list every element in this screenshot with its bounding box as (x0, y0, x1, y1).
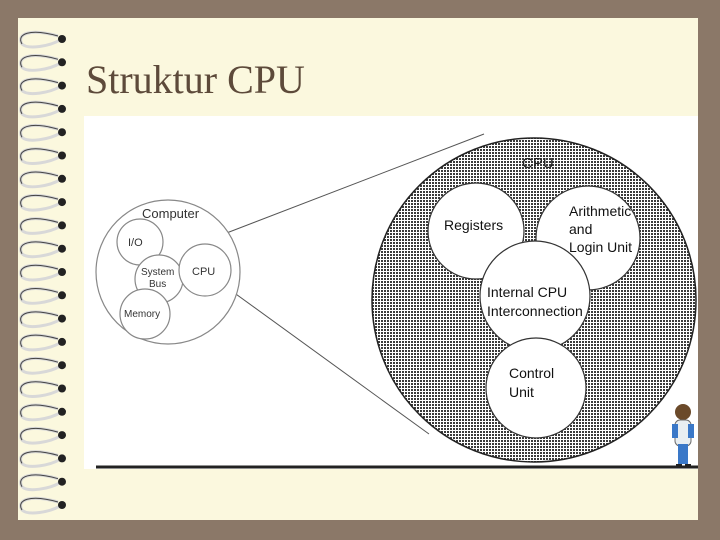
diagram-panel: Computer I/O System Bus CPU Memory CPU R… (84, 116, 698, 469)
binding-ring (19, 147, 66, 165)
binding-ring (19, 217, 66, 235)
binding-ring (19, 170, 66, 189)
binding-ring (19, 426, 66, 445)
memory-circle (119, 288, 171, 340)
spiral-binding (19, 30, 66, 515)
control-unit-label-line2: Unit (509, 384, 534, 400)
binding-ring (19, 240, 66, 259)
binding-ring (19, 496, 66, 515)
memory-label: Memory (124, 309, 160, 320)
zoom-line-top (210, 133, 485, 240)
control-unit-label-line1: Control (509, 365, 554, 381)
computer-cpu-circle (178, 243, 232, 297)
cpu-detail-diagram: CPU Registers Arithmetic and Login Unit … (371, 137, 697, 463)
computer-diagram: Computer I/O System Bus CPU Memory (95, 199, 241, 345)
io-label: I/O (128, 237, 143, 249)
slide-title: Struktur CPU (86, 57, 305, 102)
binding-ring (19, 380, 66, 398)
binding-ring (19, 77, 66, 96)
binding-ring (19, 54, 66, 72)
system-bus-label-line1: System (141, 267, 174, 278)
binding-ring (19, 333, 66, 352)
zoom-line-bottom (210, 275, 430, 435)
binding-ring (19, 263, 66, 282)
person-clipart-icon (672, 404, 694, 468)
binding-ring (19, 310, 66, 329)
binding-ring (19, 287, 66, 305)
computer-cpu-label: CPU (192, 266, 215, 278)
system-bus-label-line2: Bus (149, 279, 166, 290)
binding-ring (19, 193, 66, 212)
binding-ring (19, 100, 66, 119)
alu-label-line1: Arithmetic (569, 203, 631, 219)
alu-label-line2: and (569, 221, 592, 237)
control-unit-circle (485, 337, 587, 439)
alu-label-line3: Login Unit (569, 239, 632, 255)
binding-ring (19, 473, 66, 492)
binding-ring (19, 124, 66, 142)
binding-ring (19, 30, 66, 49)
interconnect-label-line2: Interconnection (487, 303, 583, 319)
binding-ring (19, 357, 66, 375)
cpu-detail-label: CPU (522, 155, 554, 172)
registers-label: Registers (444, 217, 503, 233)
computer-label: Computer (142, 206, 200, 221)
binding-ring (19, 403, 66, 422)
binding-ring (19, 450, 66, 468)
cpu-structure-diagram: Computer I/O System Bus CPU Memory CPU R… (95, 133, 698, 469)
interconnect-label-line1: Internal CPU (487, 284, 567, 300)
